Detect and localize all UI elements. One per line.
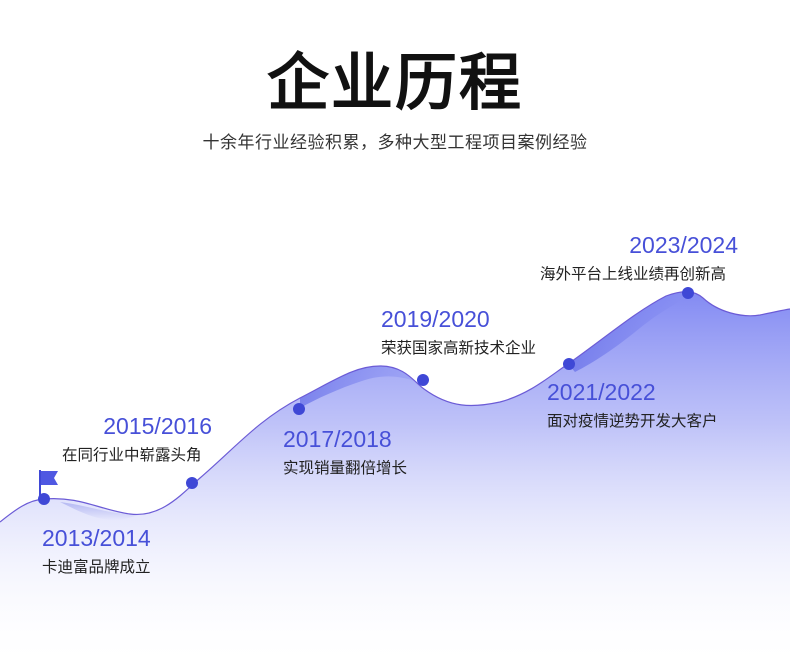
milestone-year: 2023/2024 <box>629 232 738 258</box>
milestone-2023-2024: 2023/2024 海外平台上线业绩再创新高 <box>540 230 738 286</box>
mountain-shade <box>60 484 192 521</box>
milestone-year: 2013/2014 <box>42 525 151 551</box>
timeline-node-2013 <box>38 493 50 505</box>
milestone-2013-2014: 2013/2014 卡迪富品牌成立 <box>42 523 302 579</box>
timeline-node-2021 <box>563 358 575 370</box>
milestone-2019-2020: 2019/2020 荣获国家高新技术企业 <box>381 304 641 360</box>
page-title: 企业历程 <box>266 46 523 119</box>
milestone-2015-2016: 2015/2016 在同行业中崭露头角 <box>62 411 212 467</box>
milestone-2017-2018: 2017/2018 实现销量翻倍增长 <box>283 424 543 480</box>
milestone-year: 2021/2022 <box>547 379 656 405</box>
mountain-fill <box>0 291 790 670</box>
ridge-line <box>0 291 790 523</box>
milestone-desc: 海外平台上线业绩再创新高 <box>540 265 727 283</box>
mountain-shade <box>568 291 698 372</box>
milestone-year: 2015/2016 <box>103 413 212 439</box>
timeline-node-2015 <box>186 477 198 489</box>
flag-icon <box>39 470 58 498</box>
page-subtitle: 十余年行业经验积累，多种大型工程项目案例经验 <box>202 133 588 153</box>
timeline-node-2023 <box>682 287 694 299</box>
timeline-node-2019 <box>417 374 429 386</box>
timeline-node-2017 <box>293 403 305 415</box>
milestone-desc: 荣获国家高新技术企业 <box>381 339 537 357</box>
milestone-2021-2022: 2021/2022 面对疫情逆势开发大客户 <box>547 377 790 433</box>
milestone-desc: 实现销量翻倍增长 <box>283 459 408 477</box>
milestone-year: 2019/2020 <box>381 306 490 332</box>
milestone-desc: 面对疫情逆势开发大客户 <box>547 412 718 430</box>
mountain-shade <box>300 364 418 408</box>
milestone-desc: 卡迪富品牌成立 <box>42 558 151 576</box>
milestone-desc: 在同行业中崭露头角 <box>62 446 202 464</box>
milestone-year: 2017/2018 <box>283 426 392 452</box>
